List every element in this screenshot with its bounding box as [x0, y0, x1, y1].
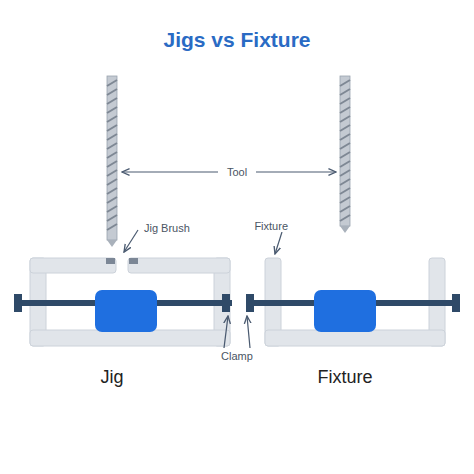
workpiece — [314, 290, 376, 332]
part-label: Clamp — [219, 350, 255, 362]
part-label: Jig Brush — [142, 222, 192, 234]
device-name: Jig — [98, 368, 125, 388]
leader-lines — [122, 172, 336, 348]
jig-bushing — [129, 258, 138, 264]
tool-label: Tool — [225, 166, 249, 178]
workpiece — [95, 290, 157, 332]
drill-bit — [340, 76, 350, 233]
jig-bushing — [106, 258, 115, 264]
device-name: Fixture — [315, 368, 374, 388]
part-label: Fixture — [252, 220, 290, 232]
drill-bit — [107, 76, 117, 247]
title: Jigs vs Fixture — [163, 28, 310, 51]
